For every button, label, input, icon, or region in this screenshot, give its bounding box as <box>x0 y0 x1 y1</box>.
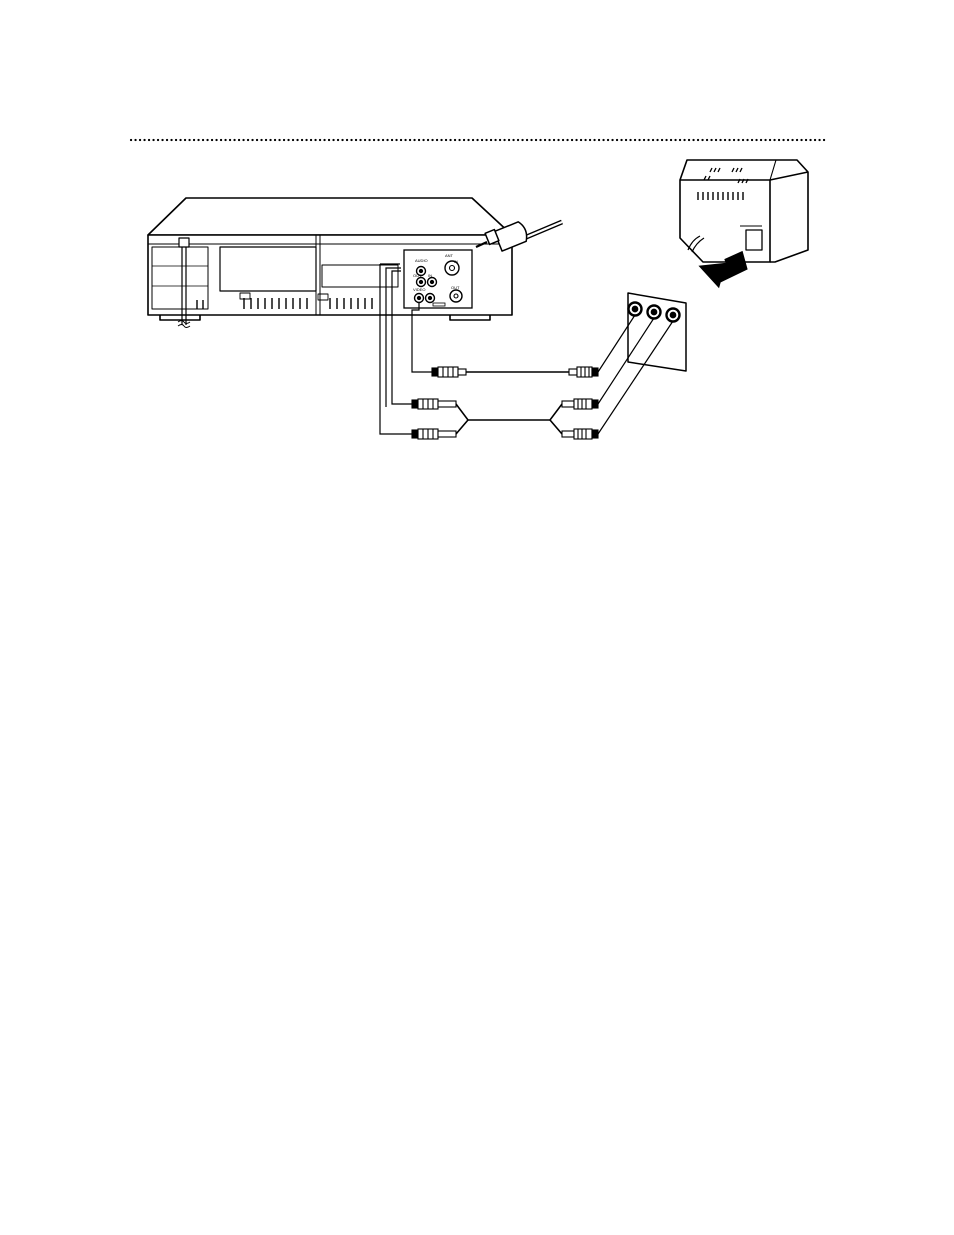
rca-plugs-right <box>562 367 598 439</box>
audio-plug-right-1 <box>562 399 598 409</box>
video-plug-left <box>432 367 466 377</box>
audio-plug-right-2 <box>562 429 598 439</box>
ant-label: ANT <box>445 253 454 258</box>
ant-out-label: OUT <box>451 285 460 290</box>
video-label: VIDEO <box>413 287 425 292</box>
video-plug-right <box>569 367 598 377</box>
rca-plugs-left <box>412 367 466 439</box>
ant-in-label: IN <box>454 259 458 264</box>
tv-rear-icon <box>680 160 808 262</box>
audio-plug-left-1 <box>412 399 456 409</box>
av-jack-panel-icon <box>628 293 686 371</box>
audio-label: AUDIO <box>415 258 428 263</box>
jack-out-label: OUT <box>413 273 422 278</box>
audio-plug-left-2 <box>412 429 456 439</box>
jack-in-label: IN <box>428 273 432 278</box>
